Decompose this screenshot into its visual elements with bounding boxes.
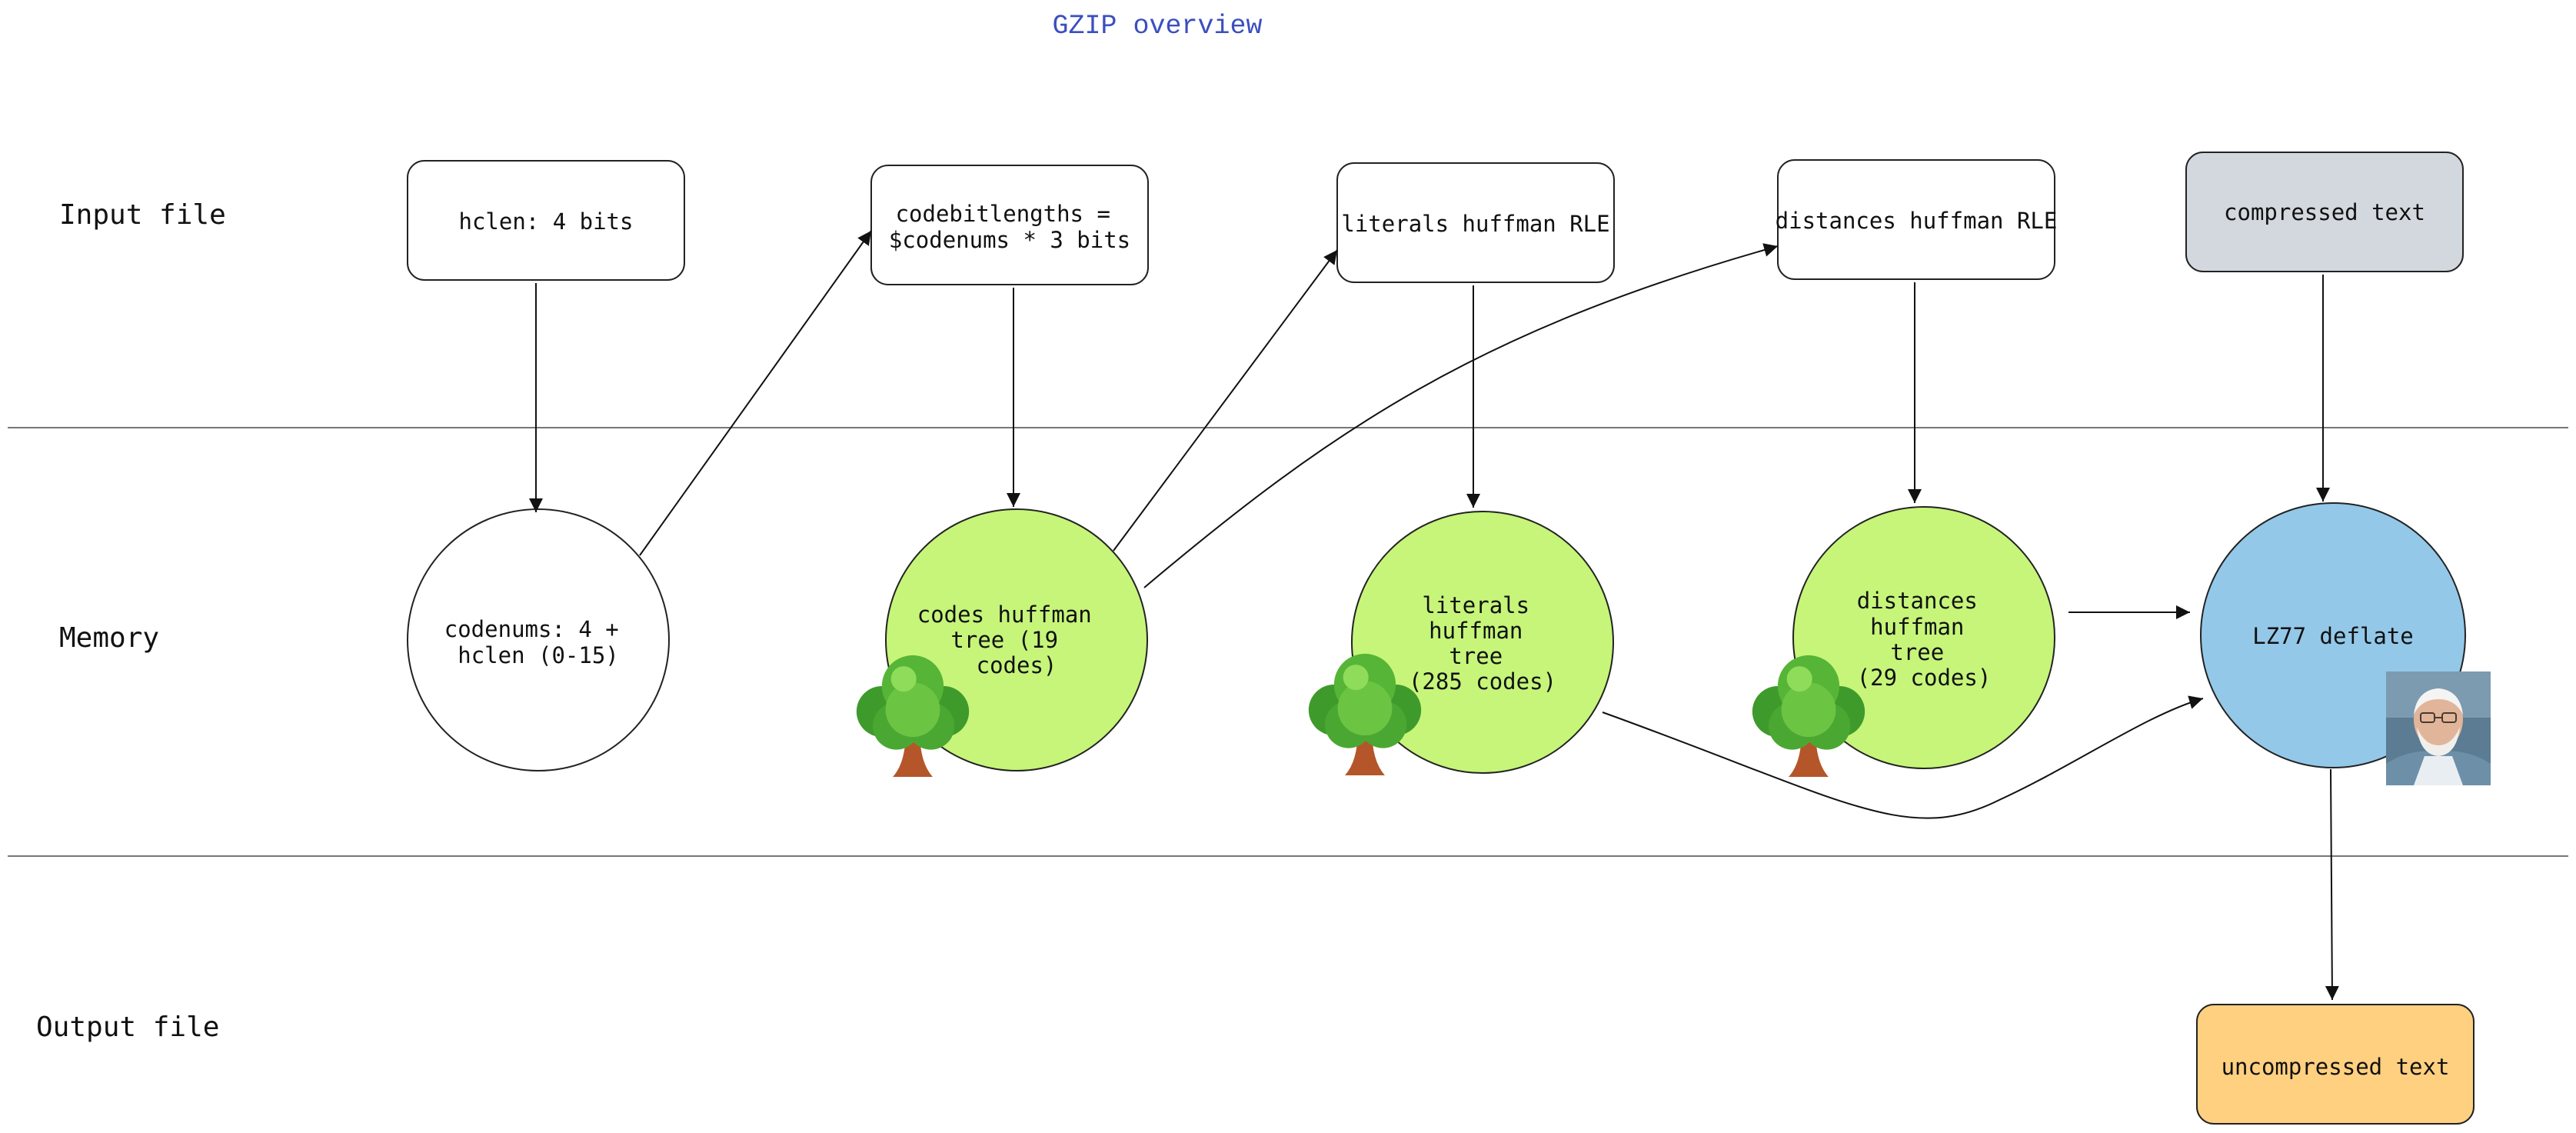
- arrow-codes-tree-to-distances-rle: [1143, 243, 1779, 588]
- literals-rle-label: literals huffman RLE: [1341, 211, 1609, 237]
- diagram-title: GZIP overview: [1052, 11, 1262, 42]
- svg-text:codebitlengths = $codenums: codebitlengths = $codenums * 3 bits: [889, 201, 1130, 253]
- literals-tree-label-line1: literals: [1422, 592, 1529, 618]
- distances-tree-label-line1: distances: [1857, 588, 1978, 614]
- literals-tree-label-line3: tree: [1449, 643, 1503, 669]
- literals-tree-label-line2: huffman: [1429, 618, 1523, 644]
- svg-text:hclen: 4 bits: hclen: 4 bits: [459, 208, 634, 235]
- codebitlengths-label-line1: codebitlengths =: [896, 201, 1110, 227]
- uncompressed-text-box: [2196, 1004, 2474, 1125]
- arrow-codes-tree-to-literals-rle: [1113, 249, 1338, 552]
- codenums-label-line2: hclen (0-15): [458, 642, 619, 668]
- arrow-literals-tree-to-lz77: [1602, 695, 2204, 819]
- svg-text:uncompressed text: uncompressed text: [2222, 1054, 2450, 1080]
- compressed-text-label: compressed text: [2224, 199, 2425, 225]
- svg-text:distances huffman tree: distances huffman tree (29 codes): [1857, 588, 1992, 691]
- svg-text:LZ77 deflate: LZ77 deflate: [2252, 623, 2414, 649]
- distances-rle-label: distances huffman RLE: [1776, 208, 2058, 234]
- lane-label-output: Output file: [36, 1011, 219, 1043]
- codes-tree-label-line3: codes): [977, 652, 1057, 678]
- uncompressed-text-label: uncompressed text: [2222, 1054, 2450, 1080]
- literals-rle-box: [1336, 162, 1615, 283]
- svg-text:literals huffman RLE: literals huffman RLE: [1341, 211, 1609, 237]
- svg-text:codenums: 4 + hclen (0-15): codenums: 4 + hclen (0-15): [444, 616, 632, 668]
- svg-text:literals huffman tree: literals huffman tree (285 codes): [1409, 592, 1556, 695]
- codenums-label-line1: codenums: 4 +: [444, 616, 619, 642]
- codebitlengths-box: [870, 165, 1149, 285]
- literals-tree-label-line4: (285 codes): [1409, 668, 1556, 695]
- distances-tree-label-line4: (29 codes): [1857, 665, 1992, 691]
- hclen-label: hclen: 4 bits: [459, 208, 634, 235]
- distances-tree-label-line3: tree: [1890, 639, 1944, 665]
- arrow-lz77-to-uncompressed: [2325, 768, 2339, 1001]
- lane-label-input: Input file: [59, 199, 226, 231]
- hclen-box: [407, 160, 685, 281]
- distances-tree-label-line2: huffman: [1870, 614, 1964, 640]
- lz77-label: LZ77 deflate: [2252, 623, 2414, 649]
- codes-tree-label-line1: codes huffman: [917, 601, 1092, 628]
- arrow-codenums-to-codebitlengths: [639, 230, 872, 556]
- svg-text:codes huffman tree (19: codes huffman tree (19 codes): [917, 601, 1105, 678]
- compressed-text-box: [2185, 152, 2464, 272]
- portrait-photo: [2386, 671, 2491, 785]
- svg-text:compressed text: compressed text: [2224, 199, 2425, 225]
- distances-rle-box: [1777, 159, 2055, 280]
- codes-tree-label-line2: tree (19: [950, 627, 1058, 653]
- svg-text:distances huffman RLE: distances huffman RLE: [1776, 208, 2058, 234]
- codebitlengths-label-line2: $codenums * 3 bits: [889, 227, 1130, 253]
- lane-label-memory: Memory: [59, 622, 159, 654]
